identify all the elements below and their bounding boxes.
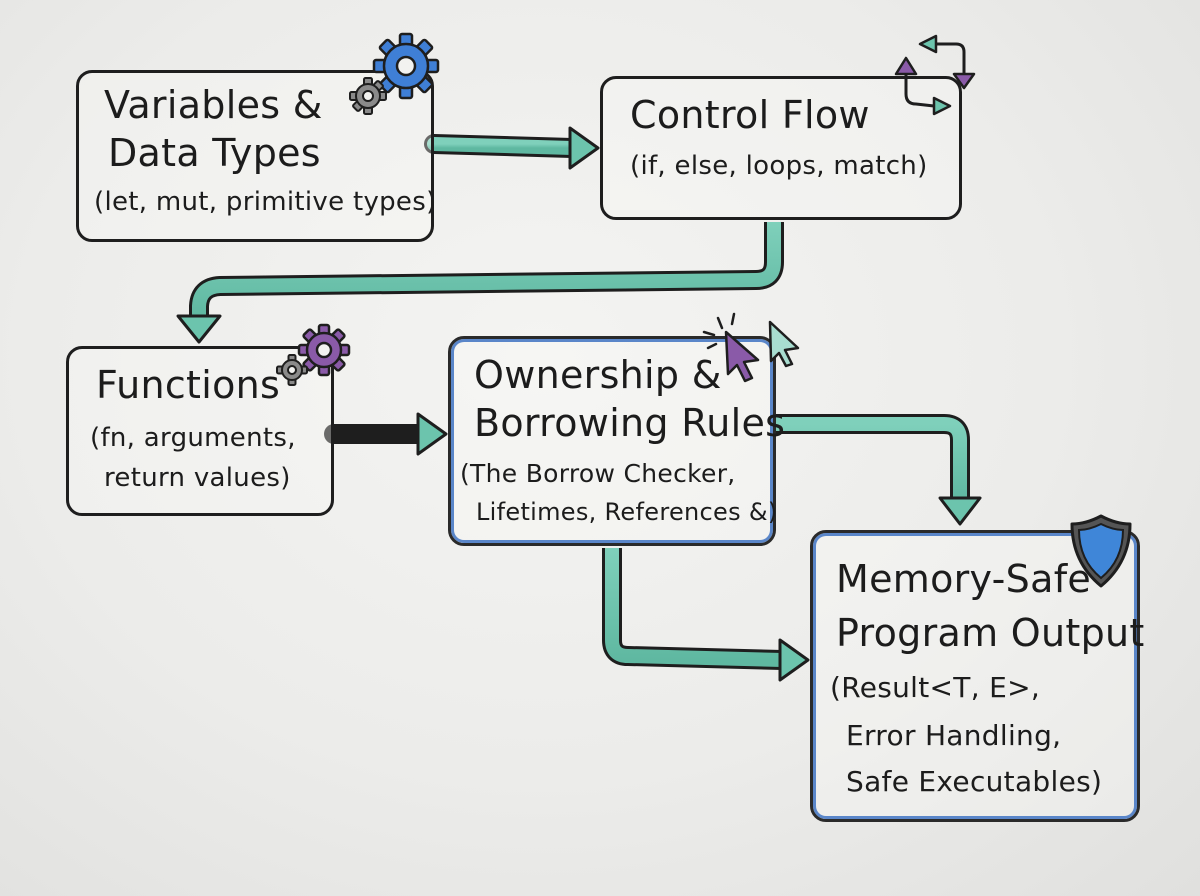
node-variables: [76, 70, 434, 242]
functions-detail-line2: return values): [104, 463, 291, 493]
node-ownership: [448, 336, 776, 546]
variables-title-line1: Variables &: [104, 83, 323, 127]
control-flow-detail: (if, else, loops, match): [630, 151, 928, 181]
control-flow-title: Control Flow: [630, 93, 870, 137]
cycle-arrows-icon: [894, 34, 976, 116]
arrow-control-flow-to-functions: [176, 222, 784, 344]
arrow-ownership-to-output-top: [776, 414, 982, 526]
arrow-functions-to-ownership: [324, 412, 448, 456]
functions-detail-line1: (fn, arguments,: [90, 423, 296, 453]
ownership-detail-line2: Lifetimes, References &): [476, 498, 778, 526]
ownership-title-line1: Ownership &: [474, 353, 722, 397]
variables-detail: (let, mut, primitive types): [94, 187, 437, 217]
node-control-flow: [600, 76, 962, 220]
variables-title-line2: Data Types: [108, 131, 321, 175]
output-title-line1: Memory-Safe: [836, 557, 1092, 601]
gears-icon: [276, 323, 351, 386]
arrow-ownership-to-output-bottom: [602, 548, 810, 682]
output-title-line2: Program Output: [836, 611, 1145, 655]
gears-icon: [349, 32, 440, 115]
ownership-title-line2: Borrowing Rules: [474, 401, 786, 445]
shield-icon: [1070, 514, 1132, 588]
output-detail-line3: Safe Executables): [846, 765, 1103, 798]
node-output: [810, 530, 1140, 822]
arrow-variables-to-control-flow: [424, 126, 600, 170]
ownership-detail-line1: (The Borrow Checker,: [460, 459, 736, 488]
cursor-click-icon: [702, 312, 800, 383]
functions-title: Functions: [96, 363, 281, 407]
output-detail-line1: (Result<T, E>,: [830, 671, 1041, 704]
output-detail-line2: Error Handling,: [846, 719, 1062, 752]
